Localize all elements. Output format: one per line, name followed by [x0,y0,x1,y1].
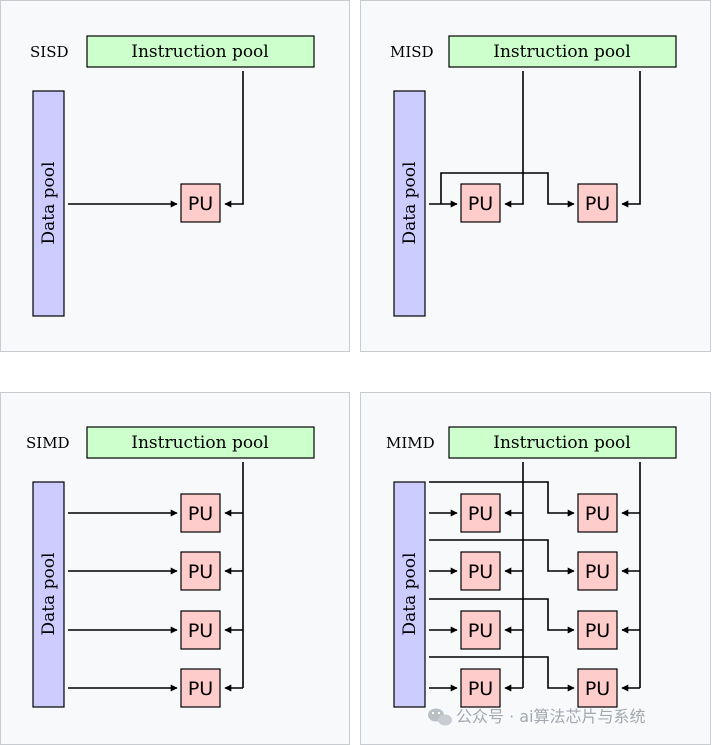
instruction-arrow [224,71,244,208]
processing-unit [460,183,501,223]
processing-unit [577,551,618,591]
processing-unit [577,668,618,708]
processing-unit-label: PU [468,561,493,583]
instruction-arrow [504,71,524,208]
instruction-pool-label: Instruction pool [493,433,630,453]
processing-unit [180,493,221,533]
instruction-pool-box [86,426,315,459]
processing-unit [577,610,618,650]
instruction-pool-box [448,35,677,68]
data-pool-label: Data pool [400,162,420,245]
watermark: 公众号 · ai算法芯片与系统 [428,707,646,726]
instruction-arrow [621,71,641,208]
processing-unit [577,183,618,223]
misd-label: MISD [390,43,434,61]
processing-unit [460,610,501,650]
instruction-pool-label: Instruction pool [493,42,630,62]
processing-unit [180,183,221,223]
processing-unit-label: PU [585,620,610,642]
watermark-text: 公众号 · ai算法芯片与系统 [456,707,646,726]
processing-unit [460,551,501,591]
processing-unit-label: PU [585,503,610,525]
processing-unit-label: PU [585,561,610,583]
processing-unit [180,610,221,650]
data-branch-arrow [429,481,575,517]
data-branch-arrow [440,172,575,208]
processing-unit-label: PU [468,620,493,642]
sisd-label: SISD [30,43,69,61]
processing-unit [180,668,221,708]
processing-unit-label: PU [188,678,213,700]
processing-unit-label: PU [585,193,610,215]
processing-unit-label: PU [188,620,213,642]
misd-diagram: MISD Instruction pool Data pool PU PU [390,35,677,317]
processing-unit-label: PU [468,193,493,215]
data-pool-label: Data pool [39,162,59,245]
data-pool-box [393,481,426,708]
processing-unit-label: PU [188,561,213,583]
instruction-pool-box [86,35,315,68]
wechat-icon [428,708,452,726]
processing-unit [460,493,501,533]
processing-unit [460,668,501,708]
data-pool-box [32,481,65,708]
mimd-label: MIMD [386,434,435,452]
processing-unit-label: PU [188,503,213,525]
instruction-pool-label: Instruction pool [131,433,268,453]
data-pool-box [32,90,65,317]
processing-unit-label: PU [468,678,493,700]
processing-unit-label: PU [468,503,493,525]
data-branch-arrow [429,656,575,692]
data-branch-arrow [429,539,575,575]
processing-unit-label: PU [188,193,213,215]
sisd-diagram: SISD Instruction pool Data pool PU [30,35,315,317]
data-pool-box [393,90,426,317]
simd-diagram: SIMD Instruction pool Data pool PU PU PU… [26,426,315,708]
instruction-pool-label: Instruction pool [131,42,268,62]
data-pool-label: Data pool [39,553,59,636]
instruction-pool-box [448,426,677,459]
processing-unit [180,551,221,591]
data-pool-label: Data pool [400,553,420,636]
data-branch-arrow [429,598,575,634]
mimd-diagram: MIMD Instruction pool Data pool PU PU PU… [386,426,677,708]
processing-unit [577,493,618,533]
simd-label: SIMD [26,434,70,452]
processing-unit-label: PU [585,678,610,700]
